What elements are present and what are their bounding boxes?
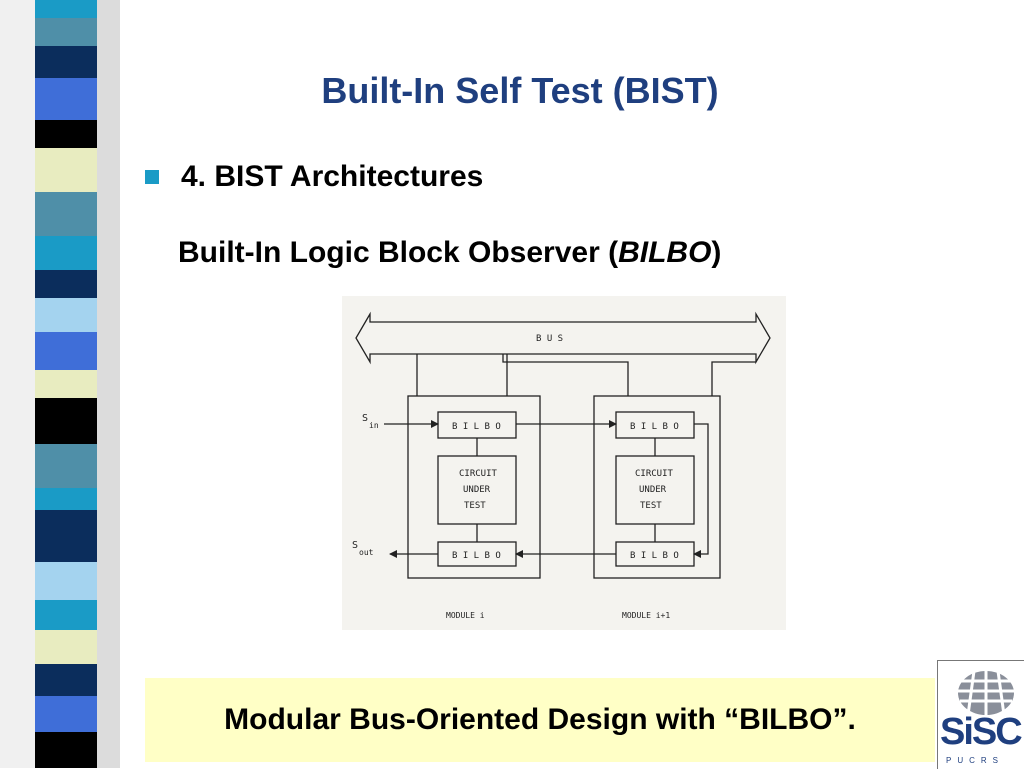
cut-line2-module-i: UNDER [463,485,491,495]
slide-title: Built-In Self Test (BIST) [321,70,719,111]
globe-grid-icon [958,670,1014,716]
logo-name: SiSC [940,711,1023,753]
bilbo-diagram: B U S S in S out B I L B O B I L B O B I… [342,296,786,630]
cut-line2-module-i1: UNDER [639,485,667,495]
bullet-item: 4. BIST Architectures [145,160,483,194]
cut-line3-module-i1: TEST [640,501,662,511]
cut-line3-module-i: TEST [464,501,486,511]
subheading-close: ) [711,236,722,269]
bilbo-label-module-i-bottom: B I L B O [452,551,501,561]
sin-label-main: S [362,413,368,424]
caption-box: Modular Bus-Oriented Design with “BILBO”… [145,678,935,762]
scan-loop-arrow [693,423,709,558]
subheading-italic: BILBO [618,236,712,269]
logo-org: PUCRS [946,756,1005,765]
module-i-box [407,395,541,579]
cut-line1-module-i: CIRCUIT [459,469,498,479]
sout-label-sub: out [359,548,374,557]
bullet-text: 4. BIST Architectures [181,160,484,193]
subheading-text: Built-In Logic Block Observer ( [178,236,619,269]
square-bullet-icon [145,170,159,184]
caption-text: Modular Bus-Oriented Design with “BILBO”… [224,703,856,736]
sout-label-main: S [352,540,358,551]
subheading: Built-In Logic Block Observer (BILBO) [178,236,721,270]
bilbo-label-module-i-top: B I L B O [452,422,501,432]
module-i1-box [593,395,721,579]
decorative-stripe-bar [0,0,120,768]
sin-label-sub: in [369,421,379,430]
cut-line1-module-i1: CIRCUIT [635,469,674,479]
module-i-label: MODULE i [446,611,485,620]
module-i1-label: MODULE i+1 [622,611,670,620]
bilbo-label-module-i1-top: B I L B O [630,422,679,432]
bus-label: B U S [536,334,563,344]
sisc-logo: SiSC PUCRS [937,660,1024,769]
bilbo-label-module-i1-bottom: B I L B O [630,551,679,561]
